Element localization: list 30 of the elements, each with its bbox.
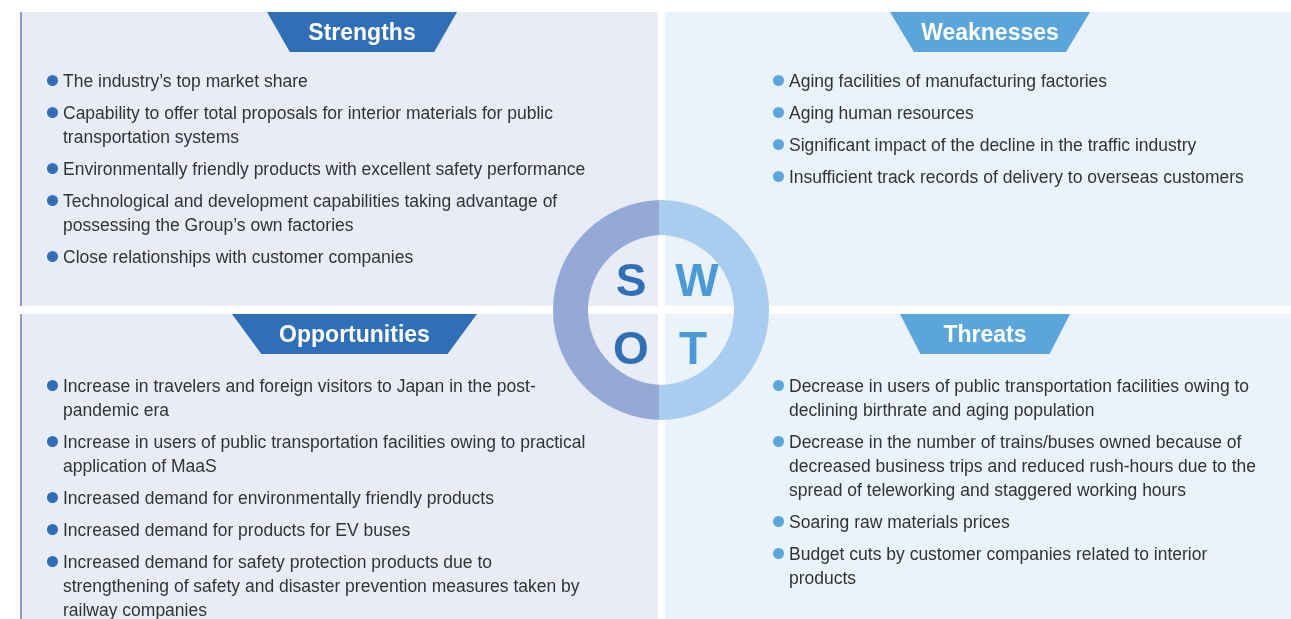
quadrant-panel [20,12,658,306]
heading-tab: Strengths [267,12,457,52]
list-item-text: Increased demand for products for EV buses [63,519,411,542]
list-item-text: Soaring raw materials prices [789,511,1010,534]
list-item-text: Increase in travelers and foreign visitors to Japan in the post-pandemic era [63,375,537,422]
heading-tab: Threats [900,314,1070,354]
quadrant-panel [665,314,1291,619]
list-item-text: Budget cuts by customer companies related to interior products [789,543,1209,590]
heading-tab: Weaknesses [890,12,1090,52]
list-item-text: Technological and development capabilities taking advantage of possessing the Group’s own factories [63,190,559,237]
list-item-text: Aging human resources [789,102,974,125]
quadrant-panel [665,12,1291,306]
heading-tab: Opportunities [232,314,477,354]
swot-letter: T [677,323,709,373]
list-item-text: Increased demand for environmentally friendly products [63,487,494,510]
list-item-text: Aging facilities of manufacturing factories [789,70,1108,93]
quadrant-panel [20,314,658,619]
list-item-text: Capability to offer total proposals for interior materials for public transportation systems [63,102,554,149]
list-item-text: Insufficient track records of delivery to overseas customers [789,166,1244,189]
list-item-text: Environmentally friendly products with excellent safety performance [63,158,586,181]
list-item-text: Increase in users of public transportation facilities owing to practical application of MaaS [63,431,587,478]
list-item-text: Decrease in the number of trains/buses owned because of decreased business trips and reduced rush-hours due to the spread of teleworking and staggered working hours [789,431,1257,502]
swot-letter: O [612,323,650,373]
list-item-text: Close relationships with customer companies [63,246,414,269]
list-item-text: Decrease in users of public transportation facilities owing to declining birthrate and aging population [789,375,1251,422]
list-item-text: Significant impact of the decline in the traffic industry [789,134,1197,157]
list-item-text: The industry’s top market share [63,70,308,93]
swot-letter: W [674,255,720,305]
list-item-text: Increased demand for safety protection products due to strengthening of safety and disaster prevention measures taken by railway companies [63,551,581,619]
swot-letter: S [614,255,648,305]
